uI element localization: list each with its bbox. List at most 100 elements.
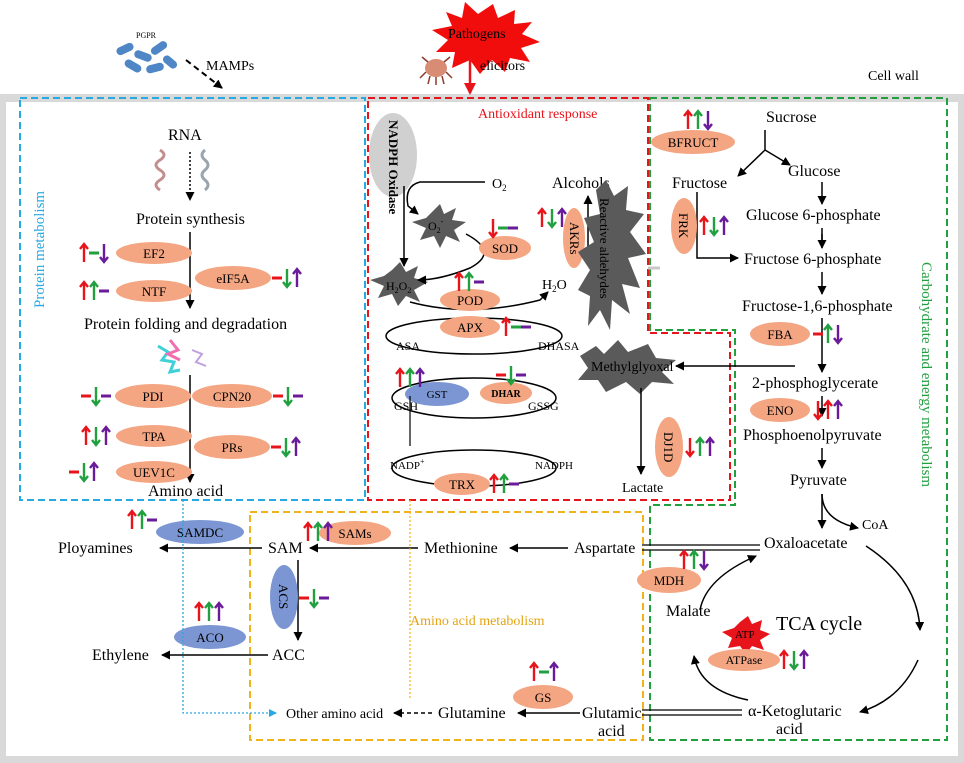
svg-text:ACO: ACO xyxy=(196,630,223,645)
enzyme-pod: POD xyxy=(440,289,500,311)
enzyme-dhar: DHAR xyxy=(480,382,532,404)
enzyme-tpa: TPA xyxy=(116,425,192,447)
up-regulation-arrow xyxy=(101,425,111,445)
down-regulation-arrow xyxy=(699,551,709,571)
up-regulation-arrow xyxy=(137,509,147,529)
g6p-label: Glucose 6-phosphate xyxy=(746,207,881,224)
down-regulation-arrow xyxy=(79,463,89,483)
up-regulation-arrow xyxy=(823,323,833,343)
down-regulation-arrow xyxy=(309,589,319,609)
enzyme-frk: FRK xyxy=(671,198,697,254)
up-regulation-arrow xyxy=(833,399,843,419)
h2o-label: H2O xyxy=(542,278,567,294)
enzyme-uev1c: UEV1C xyxy=(116,461,192,483)
enzyme-trx: TRX xyxy=(434,473,490,495)
down-regulation-arrow xyxy=(506,366,516,386)
up-regulation-arrow xyxy=(695,436,705,456)
svg-text:ACS: ACS xyxy=(276,584,291,609)
enzyme-gs: GS xyxy=(513,685,573,709)
svg-text:NTF: NTF xyxy=(142,284,167,299)
down-regulation-arrow xyxy=(547,209,557,229)
pgpr-label: PGPR xyxy=(136,31,157,40)
up-regulation-arrow xyxy=(79,242,89,262)
enzyme-sod: SOD xyxy=(479,236,531,260)
up-regulation-arrow xyxy=(699,215,709,235)
down-regulation-arrow xyxy=(813,401,823,421)
up-regulation-arrow xyxy=(557,207,567,227)
svg-text:NADPH Oxidase: NADPH Oxidase xyxy=(386,120,401,214)
enzyme-aco: ACO xyxy=(174,625,246,649)
methylglyoxal-label: Methylglyoxal xyxy=(591,360,674,375)
svg-text:SOD: SOD xyxy=(492,241,518,256)
up-regulation-arrow xyxy=(529,661,539,681)
sam-label: SAM xyxy=(268,540,303,557)
nadph-label: NADPH xyxy=(535,460,573,472)
pep-label: Phosphoenolpyruvate xyxy=(743,427,882,444)
up-regulation-arrow xyxy=(395,367,405,387)
down-regulation-arrow xyxy=(281,438,291,458)
f6p-label: Fructose 6-phosphate xyxy=(744,251,881,268)
up-regulation-arrow xyxy=(415,367,425,387)
atp-burst xyxy=(722,616,770,654)
carb-energy-title: Carbohydrate and energy metabolism xyxy=(918,262,934,487)
amino-acid-box xyxy=(249,511,644,741)
up-regulation-arrow xyxy=(89,280,99,300)
svg-text:TPA: TPA xyxy=(142,429,166,444)
pathogens-burst xyxy=(432,2,540,74)
up-regulation-arrow xyxy=(291,436,301,456)
amino-acid-title: Amino acid metabolism xyxy=(410,614,545,629)
up-regulation-arrow xyxy=(464,271,474,291)
lactate-label: Lactate xyxy=(622,481,663,496)
enzyme-gst: GST xyxy=(405,382,469,406)
svg-text:eIF5A: eIF5A xyxy=(216,271,250,286)
down-regulation-arrow xyxy=(91,427,101,447)
enzyme-acs: ACS xyxy=(270,565,298,629)
svg-text:TRX: TRX xyxy=(449,477,476,492)
svg-text:GST: GST xyxy=(427,389,448,401)
enzyme-prs: PRs xyxy=(194,435,270,459)
svg-text:MDH: MDH xyxy=(654,573,684,588)
glutamic-label-a: Glutamic xyxy=(582,705,642,722)
down-regulation-arrow xyxy=(703,111,713,131)
enzyme-mdh: MDH xyxy=(637,567,701,593)
svg-text:APX: APX xyxy=(457,320,484,335)
up-regulation-arrow xyxy=(719,215,729,235)
enzyme-atpase: ATPase xyxy=(708,649,780,671)
methionine-label: Methionine xyxy=(424,540,498,557)
carb-energy-box xyxy=(649,97,948,741)
svg-text:PDI: PDI xyxy=(143,389,164,404)
svg-text:POD: POD xyxy=(457,293,483,308)
down-regulation-arrow xyxy=(833,325,843,345)
rna-label: RNA xyxy=(168,127,202,144)
alcohols-label: Alcohols xyxy=(552,175,610,192)
down-regulation-arrow xyxy=(709,217,719,237)
svg-text:FBA: FBA xyxy=(767,327,793,342)
svg-text:BFRUCT: BFRUCT xyxy=(668,135,719,150)
up-regulation-arrow xyxy=(89,461,99,481)
up-regulation-arrow xyxy=(705,436,715,456)
mamps-label: MAMPs xyxy=(206,59,254,74)
protein-metabolism-title: Protein metabolism xyxy=(32,191,48,308)
atp-label: ATP xyxy=(735,629,755,641)
fructose-label: Fructose xyxy=(672,175,727,192)
svg-text:PRs: PRs xyxy=(222,440,243,455)
svg-text:ATPase: ATPase xyxy=(726,653,763,667)
glutamine-label: Glutamine xyxy=(438,705,506,722)
f16p-label: Fructose-1,6-phosphate xyxy=(742,298,893,315)
enzyme-cpn20: CPN20 xyxy=(192,384,272,408)
up-regulation-arrow xyxy=(313,521,323,541)
up-regulation-arrow xyxy=(489,473,499,493)
up-regulation-arrow xyxy=(303,521,313,541)
oxaloacetate-label: Oxaloacetate xyxy=(764,535,848,552)
down-regulation-arrow xyxy=(685,438,695,458)
svg-text:UEV1C: UEV1C xyxy=(133,465,175,480)
svg-text:FRK: FRK xyxy=(676,213,691,239)
akg-label-b: acid xyxy=(776,721,803,738)
up-regulation-arrow xyxy=(194,601,204,621)
svg-text:AKRs: AKRs xyxy=(567,222,582,255)
up-regulation-arrow xyxy=(204,601,214,621)
h2o2-burst xyxy=(370,262,428,306)
svg-text:DJ1D: DJ1D xyxy=(661,432,676,462)
svg-text:CPN20: CPN20 xyxy=(213,389,251,404)
nadph-oxidase-ellipse: NADPH Oxidase xyxy=(369,113,417,214)
